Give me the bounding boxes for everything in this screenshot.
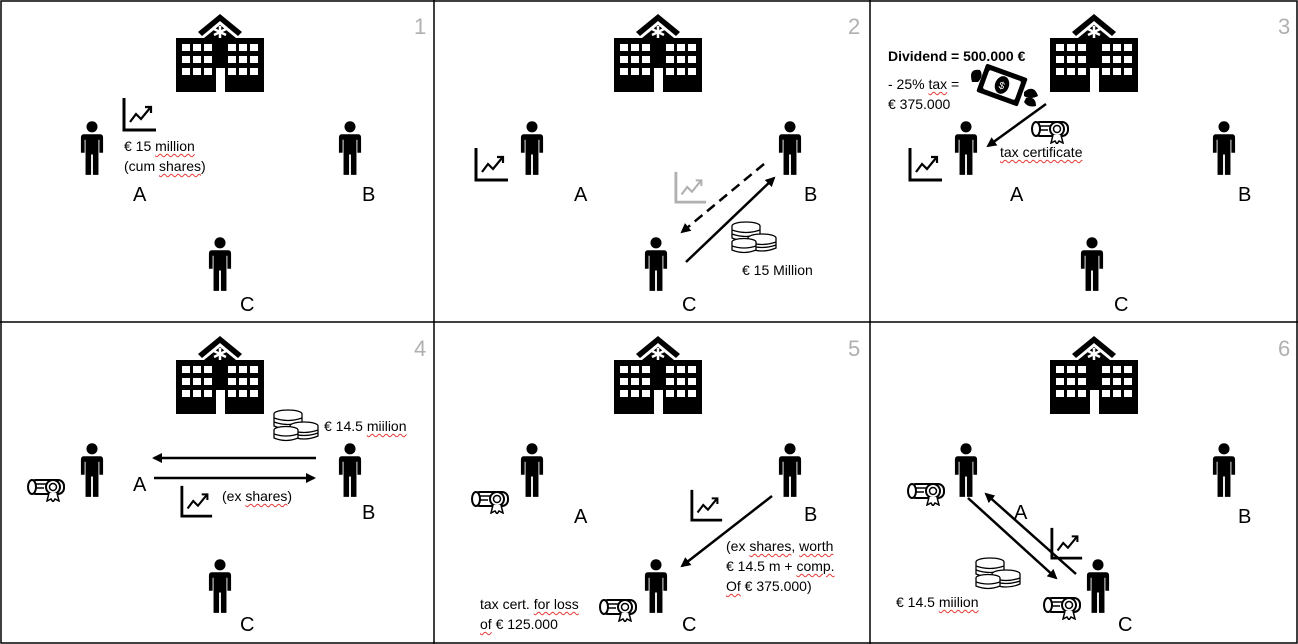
flying-money-icon: [971, 63, 1038, 107]
payment-arrow: [967, 497, 1058, 580]
label-c: C: [682, 294, 697, 316]
company-building-icon: [612, 334, 704, 414]
label-a: A: [574, 184, 588, 206]
panel-1: 1 € 15 million (cum shares) A B C: [0, 0, 434, 322]
tax-certificate-icon: [471, 491, 509, 514]
coins-icon: [975, 557, 1021, 590]
label-c: C: [1118, 614, 1133, 636]
dashed-arrow: [680, 163, 765, 234]
label-b: B: [362, 184, 376, 206]
person-c-icon: [644, 237, 668, 291]
label-b: B: [1238, 506, 1252, 528]
share-value-text: € 15 million: [124, 138, 195, 154]
ex-shares-line-1: (ex shares, worth: [726, 538, 834, 554]
person-b-icon: [1212, 121, 1236, 175]
panel-number: 6: [1278, 336, 1291, 361]
tax-certificate-icon: [907, 483, 945, 506]
share-arrow: [984, 492, 1077, 575]
company-building-icon: [612, 12, 704, 92]
person-c-icon: [208, 237, 232, 291]
payment-amount: € 14.5 miilion: [896, 594, 979, 610]
panel-5: 5 (ex shares, worth € 14.5 m + comp. Of …: [434, 322, 870, 644]
label-c: C: [682, 614, 697, 636]
label-a: A: [1010, 184, 1024, 206]
person-b-icon: [778, 121, 802, 175]
payment-amount: € 15 Million: [742, 262, 813, 278]
tax-certificate-c-icon: [599, 599, 637, 622]
label-b: B: [804, 504, 818, 526]
panel-number: 2: [848, 14, 861, 39]
share-chart-icon: [180, 484, 214, 518]
person-b-icon: [338, 443, 362, 497]
company-building-icon: [1048, 334, 1140, 414]
person-a-icon: [954, 443, 978, 497]
company-building-icon: [1048, 12, 1140, 92]
label-c: C: [1114, 294, 1129, 316]
tax-certificate-icon: [1031, 121, 1069, 144]
dividend-arrow: [986, 102, 1047, 148]
share-chart-icon: [690, 488, 724, 522]
label-c: C: [240, 294, 255, 316]
label-b: B: [362, 502, 376, 524]
company-building-icon: [174, 12, 266, 92]
tax-text: - 25% tax =: [888, 76, 960, 92]
share-chart-icon: [908, 146, 944, 182]
person-c-icon: [1086, 559, 1110, 613]
tax-cert-line-2: of € 125.000: [480, 616, 558, 632]
person-a-icon: [80, 121, 104, 175]
share-chart-icon: [474, 146, 510, 182]
person-b-icon: [338, 121, 362, 175]
label-a: A: [1014, 502, 1028, 524]
company-building-icon: [174, 334, 266, 414]
person-b-icon: [778, 443, 802, 497]
person-c-icon: [1080, 237, 1104, 291]
coins-icon: [731, 221, 777, 254]
panel-number: 5: [848, 336, 861, 361]
panel-number: 1: [414, 14, 427, 39]
panel-4: 4 € 14.5 miilion (ex shares) A B C: [0, 322, 434, 644]
person-c-icon: [208, 559, 232, 613]
label-a: A: [133, 474, 147, 496]
panel-2: 2 € 15 Million A B C: [434, 0, 870, 322]
panel-number: 4: [414, 336, 427, 361]
transfer-arrow: [680, 495, 773, 568]
label-c: C: [240, 614, 255, 636]
person-a-icon: [80, 443, 104, 497]
person-b-icon: [1212, 443, 1236, 497]
solid-arrow: [685, 176, 776, 263]
panel-6: 6 € 14.5 miilion A B C: [870, 322, 1298, 644]
person-c-icon: [644, 559, 668, 613]
ex-shares-line-3: Of € 375.000): [726, 578, 812, 594]
ex-shares-line-2: € 14.5 m + comp.: [726, 558, 835, 574]
panel-number: 3: [1278, 14, 1291, 39]
label-b: B: [804, 184, 818, 206]
share-chart-icon: [1050, 526, 1084, 560]
label-b: B: [1238, 184, 1252, 206]
ex-shares-text: (ex shares): [222, 488, 293, 504]
dividend-text: Dividend = 500.000 €: [888, 48, 1026, 64]
tax-certificate-label: tax certificate: [1000, 144, 1083, 160]
person-a-icon: [954, 121, 978, 175]
tax-certificate-icon: [27, 479, 65, 502]
label-a: A: [574, 506, 588, 528]
person-a-icon: [520, 443, 544, 497]
label-a: A: [133, 184, 147, 206]
panel-3: 3 Dividend = 500.000 € - 25% tax = € 375…: [870, 0, 1298, 322]
tax-cert-line-1: tax cert. for loss: [480, 596, 579, 612]
share-chart-icon: [122, 96, 158, 132]
share-type-text: (cum shares): [124, 158, 206, 174]
coins-icon: [273, 409, 319, 442]
tax-certificate-c-icon: [1043, 597, 1081, 620]
grey-share-chart-icon: [674, 170, 708, 204]
person-a-icon: [520, 121, 544, 175]
payment-amount: € 14.5 miilion: [324, 418, 407, 434]
net-dividend-text: € 375.000: [888, 96, 951, 112]
